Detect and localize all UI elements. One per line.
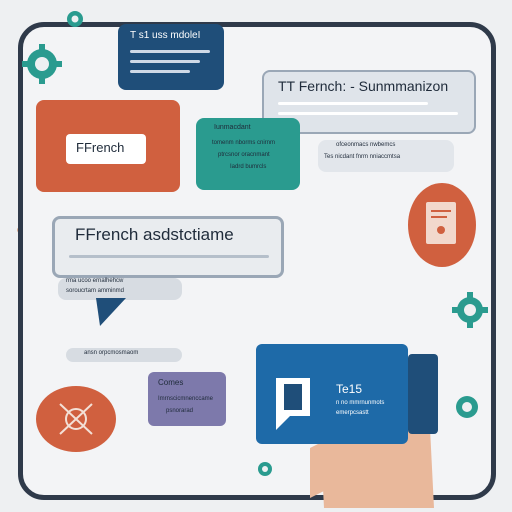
- purple-card-line1: Imrnscicmnenccame: [158, 396, 214, 402]
- french-label-box: FFrench: [66, 134, 146, 164]
- summary-title: TT Fernch: - Sunmmanizon: [278, 78, 449, 94]
- blue-panel-line1: n no mmrnunmots: [336, 400, 385, 406]
- teal-info-bubble: Iunmacdant tomenm nborms cnirnm ptrcsnor…: [196, 118, 300, 190]
- french-assistant-title: FFrench asdstctiame: [75, 225, 234, 244]
- purple-card: Comes Imrnscicmnenccame psnorarad: [148, 372, 226, 426]
- teal-line1: tomenm nborms cnirnm: [212, 140, 276, 146]
- summary-text-panel: ofceonmacs nwbemcs Tes nicdant fnrm nnia…: [318, 140, 454, 172]
- top-chat-bubble: T s1 uss mdoleI: [118, 24, 224, 90]
- gear-icon: [456, 396, 478, 418]
- blue-panel-side: [408, 354, 438, 434]
- blue-panel-line2: emerpcsastt: [336, 410, 369, 416]
- purple-card-line2: psnorarad: [166, 408, 194, 414]
- gear-icon: [258, 462, 272, 476]
- top-bubble-title: T s1 uss mdoleI: [130, 30, 201, 41]
- blue-info-panel: Te15 n no mmrnunmots emerpcsastt: [256, 344, 408, 444]
- french-label: FFrench: [76, 140, 125, 155]
- blue-panel-title: Te15: [336, 382, 363, 396]
- assistant-caption-line1: rma ucoo ernalhehcw: [66, 278, 124, 284]
- message-icon: [276, 378, 310, 430]
- mid-caption-bar: ansn orpcmosmaom: [66, 348, 182, 362]
- document-icon: [408, 183, 476, 267]
- gear-icon: [22, 44, 62, 84]
- gear-icon: [452, 292, 488, 328]
- purple-card-title: Comes: [158, 378, 184, 387]
- assistant-caption-panel: rma ucoo ernalhehcw soroucrtam amminmd: [58, 278, 182, 300]
- bubble-tail: [96, 298, 126, 326]
- summary-text-line1: ofceonmacs nwbemcs: [336, 142, 396, 148]
- teal-title: Iunmacdant: [214, 124, 251, 131]
- french-assistant-bubble: FFrench asdstctiame: [52, 216, 284, 278]
- summary-text-line2: Tes nicdant fnrm nniaccmtsa: [324, 154, 401, 160]
- gear-icon: [67, 11, 83, 27]
- mid-caption: ansn orpcmosmaom: [84, 350, 139, 356]
- teal-line2: ptrcsnor oracnmant: [218, 152, 270, 158]
- network-icon: [36, 386, 116, 452]
- hand-illustration: [310, 428, 434, 508]
- french-chat-bubble: FFrench: [36, 100, 180, 192]
- assistant-caption-line2: soroucrtam amminmd: [66, 288, 125, 294]
- teal-line3: Iadrd bumrcls: [230, 164, 267, 170]
